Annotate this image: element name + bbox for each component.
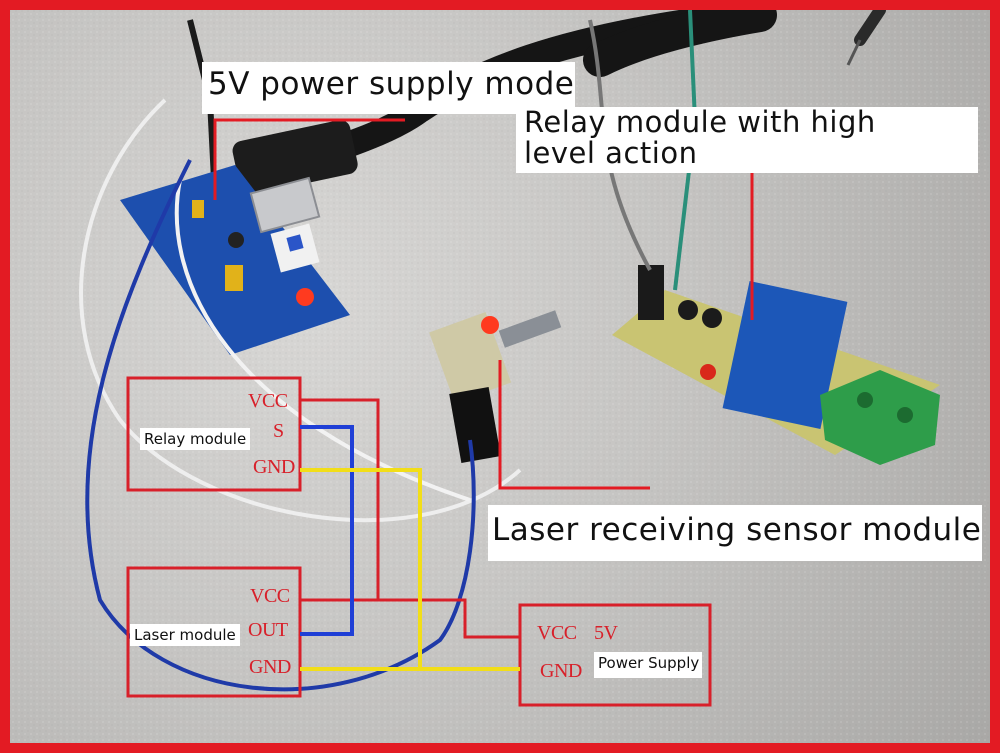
relay-cube: [722, 281, 848, 429]
laser-pin-out: OUT: [248, 619, 288, 641]
power-pin-gnd: GND: [540, 660, 582, 682]
relay-action-line1: Relay module with high: [524, 105, 876, 139]
red-led: [700, 364, 716, 380]
blue-wire: [85, 159, 476, 692]
white-wire: [79, 98, 522, 523]
header-pins: [638, 265, 664, 320]
capacitor: [228, 232, 244, 248]
relay-pin-s: S: [273, 420, 284, 442]
red-led: [296, 288, 314, 306]
pointer-line: [213, 118, 405, 200]
power-mode-label: 5V power supply mode: [202, 62, 575, 114]
vcc-wire: [300, 398, 380, 600]
power-pin-vcc: VCC: [537, 622, 577, 644]
relay-module-block: [126, 376, 302, 492]
transistor: [702, 308, 722, 328]
relay-pin-gnd: GND: [253, 456, 295, 478]
white-wire: [174, 179, 471, 502]
signal-wire: [300, 425, 354, 636]
power-supply-label: Power Supply: [594, 652, 702, 678]
red-led: [481, 316, 499, 334]
header-pins: [449, 387, 501, 463]
vcc-wire: [300, 598, 520, 639]
terminal-screw: [857, 392, 873, 408]
pointer-line: [498, 360, 650, 490]
laser-module-label: Laser module: [130, 624, 240, 646]
probe-tip: [846, 39, 862, 66]
laser-sensor-board: [429, 311, 512, 403]
laser-sensor-lens: [498, 310, 562, 348]
relay-action-label: Relay module with high level action: [516, 107, 978, 173]
jumper: [225, 265, 243, 291]
push-switch-button: [286, 234, 304, 252]
laser-sensor-label: Laser receiving sensor module: [488, 505, 982, 561]
gnd-wire: [300, 468, 422, 669]
laser-pin-gnd: GND: [249, 656, 291, 678]
relay-module-label: Relay module: [140, 428, 251, 450]
usb-port: [249, 176, 321, 234]
terminal-block: [820, 370, 940, 465]
laser-pin-vcc: VCC: [250, 585, 290, 607]
relay-action-line2: level action: [524, 136, 698, 170]
relay-pin-vcc: VCC: [248, 390, 288, 412]
power-voltage: 5V: [594, 622, 618, 644]
transistor: [678, 300, 698, 320]
probe: [854, 10, 886, 46]
terminal-screw: [897, 407, 913, 423]
power-supply-block: [518, 603, 712, 707]
dc-plug: [232, 119, 358, 196]
jumper: [192, 200, 204, 218]
black-cable: [583, 10, 777, 77]
